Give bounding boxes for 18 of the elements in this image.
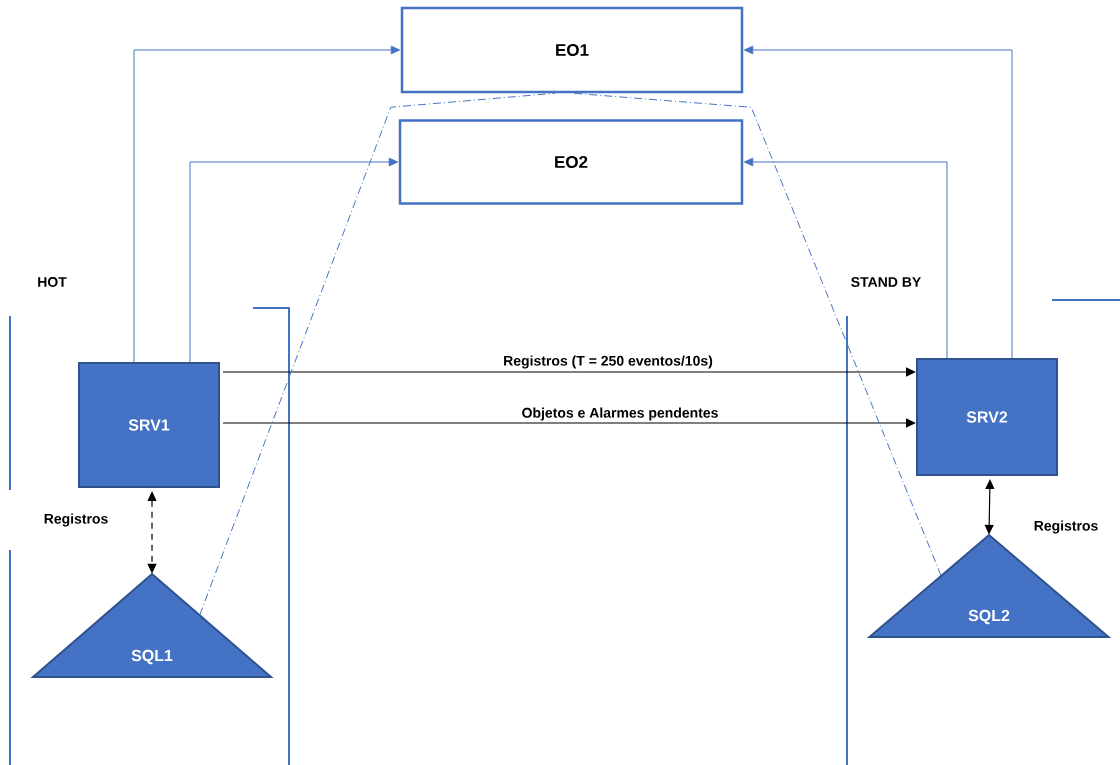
edge-label: Registros bbox=[1032, 519, 1100, 535]
arrow bbox=[133, 45, 401, 363]
process-box: EO1 bbox=[400, 6, 744, 94]
edge-label: Objetos e Alarmes pendentes bbox=[520, 406, 720, 422]
arrow bbox=[222, 367, 916, 377]
process-box: EO2 bbox=[398, 119, 744, 205]
connector-line bbox=[199, 92, 556, 616]
arrow bbox=[189, 157, 399, 363]
zone-label: STAND BY bbox=[851, 277, 921, 287]
arrow bbox=[222, 418, 916, 428]
arrow bbox=[743, 45, 1013, 359]
server-box: SRV2 bbox=[916, 358, 1058, 476]
arrow bbox=[743, 157, 948, 359]
zone-label: HOT bbox=[38, 277, 67, 287]
server-box: SRV1 bbox=[78, 362, 220, 488]
connector-line bbox=[572, 92, 942, 577]
edge-label: Registros bbox=[42, 512, 110, 528]
edge-label: Registros (T = 250 eventos/10s) bbox=[502, 354, 714, 370]
